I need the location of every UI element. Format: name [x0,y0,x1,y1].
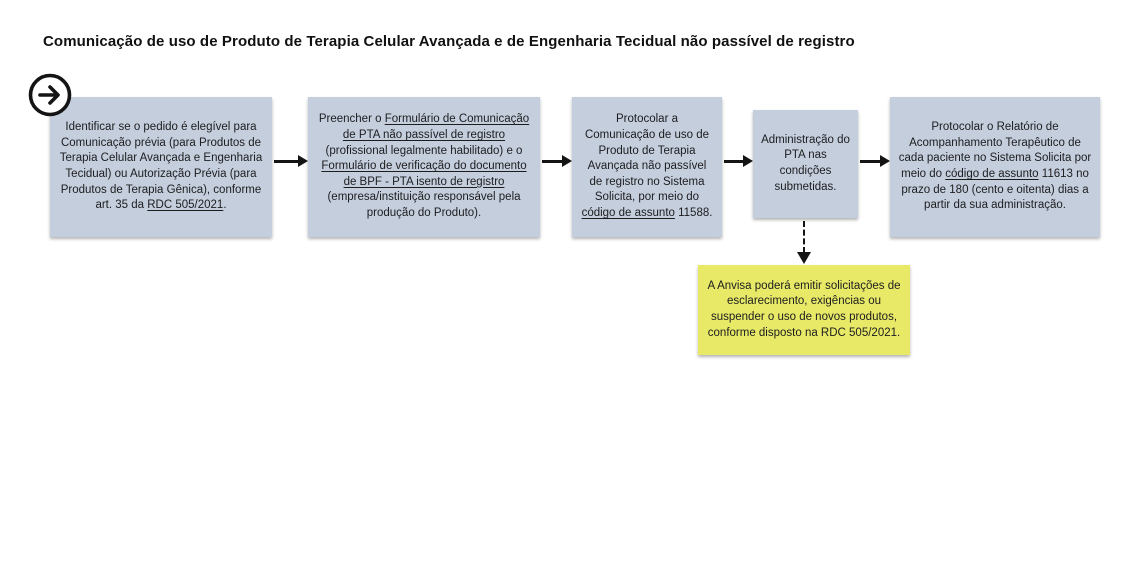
step-3-protocol-communication-box: Protocolar a Comunicação de uso de Produ… [572,97,722,237]
step-1-text: Identificar se o pedido é elegível para … [58,120,264,214]
underlined-link-text[interactable]: Formulário de Comunicação de PTA não pas… [342,113,530,141]
step-3-text: Protocolar a Comunicação de uso de Produ… [580,112,714,221]
flow-arrow-4 [860,155,890,168]
arrowhead-right-icon [880,155,890,167]
text-segment: (profissional legalmente habilitado) e o [325,144,523,157]
arrow-shaft [860,160,881,163]
text-segment: (empresa/instituição responsável pela pr… [327,191,521,220]
text-segment: Administração do PTA nas condições subme… [761,133,850,193]
flow-arrow-2 [542,155,572,168]
note-text: A Anvisa poderá emitir solicitações de e… [706,279,902,342]
step-1-eligibility-box: Identificar se o pedido é elegível para … [50,97,272,237]
underlined-link-text[interactable]: código de assunto [945,168,1039,180]
step-4-administration-box: Administração do PTA nas condições subme… [753,110,858,218]
flow-arrow-1 [274,155,308,168]
underlined-link-text[interactable]: RDC 505/2021 [147,199,224,212]
text-segment: . [223,199,227,212]
step-4-text: Administração do PTA nas condições subme… [761,133,850,196]
step-2-text: Preencher o Formulário de Comunicação de… [316,112,532,221]
flow-arrow-3 [724,155,753,168]
arrowhead-right-icon [298,155,308,167]
anvisa-warning-note: A Anvisa poderá emitir solicitações de e… [698,265,910,355]
step-5-text: Protocolar o Relatório de Acompanhamento… [898,120,1092,214]
arrowhead-right-icon [743,155,753,167]
text-segment: Preencher o [318,113,385,126]
underlined-link-text[interactable]: Formulário de verificação do documento d… [321,160,527,188]
text-segment: Protocolar o Relatório de Acompanhamento… [898,121,1092,180]
text-segment: 11588. [674,207,713,220]
page-title: Comunicação de uso de Produto de Terapia… [43,33,855,50]
dashed-connector [803,221,805,253]
arrow-shaft [724,160,744,163]
arrowhead-right-icon [562,155,572,167]
text-segment: A Anvisa poderá emitir solicitações de e… [707,279,901,339]
step-2-fill-forms-box: Preencher o Formulário de Comunicação de… [308,97,540,237]
arrow-shaft [274,160,299,163]
arrow-shaft [542,160,563,163]
arrowhead-down-icon [797,252,811,264]
step-5-protocol-report-box: Protocolar o Relatório de Acompanhamento… [890,97,1100,237]
text-segment: Protocolar a Comunicação de uso de Produ… [584,113,710,204]
text-segment: Identificar se o pedido é elegível para … [59,121,263,212]
underlined-link-text[interactable]: código de assunto [581,207,675,220]
start-arrow-circle-icon [28,73,72,117]
text-segment: 11613 no prazo de 180 (cento e oitenta) … [901,168,1089,212]
